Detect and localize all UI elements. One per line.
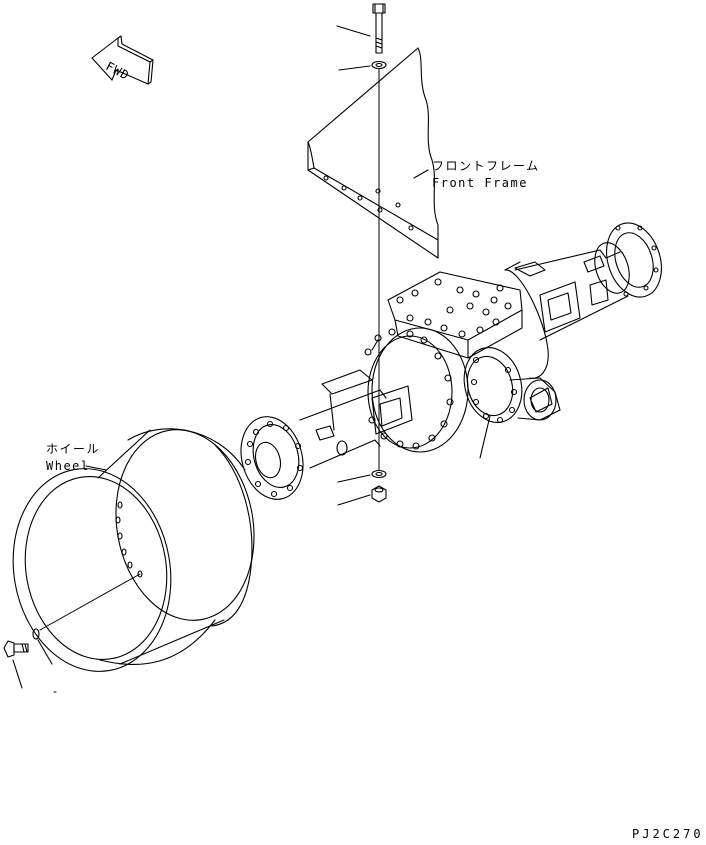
wheel-label-jp: ホイール: [46, 442, 101, 456]
bottom-nut: [371, 485, 387, 503]
front-frame-label-en: Front Frame: [432, 176, 528, 190]
drawing-code: PJ2C270: [632, 827, 704, 841]
axle-left-housing: [299, 369, 413, 469]
pinion-flange: [463, 347, 561, 424]
fwd-arrow: [91, 35, 154, 85]
wheel-label-en: Wheel: [46, 459, 90, 473]
bottom-washer: [371, 469, 387, 479]
wheel-rim: [12, 428, 255, 672]
leader-pinion: [479, 415, 491, 459]
wheel-bolt: [3, 640, 29, 658]
top-washer: [371, 60, 387, 70]
axle-left-hub: [240, 416, 304, 500]
leader-bottom-nut: [337, 494, 371, 506]
front-frame: [307, 47, 439, 259]
wheel-bolt-axis: [39, 573, 141, 631]
leader-bottom-washer: [337, 474, 371, 483]
leader-wheel-bolt: [12, 659, 23, 689]
axle-right-hub: [514, 222, 662, 341]
front-frame-label-jp: フロントフレーム: [432, 159, 540, 173]
leader-top-bolt: [336, 25, 371, 37]
wheel-washer: [32, 628, 40, 640]
differential-housing: [387, 261, 549, 379]
leader-front-frame: [413, 169, 429, 179]
leader-wheel-washer: [37, 639, 53, 665]
leader-wheel: [85, 465, 107, 471]
leader-top-washer: [338, 65, 371, 71]
top-bolt: [372, 3, 386, 54]
